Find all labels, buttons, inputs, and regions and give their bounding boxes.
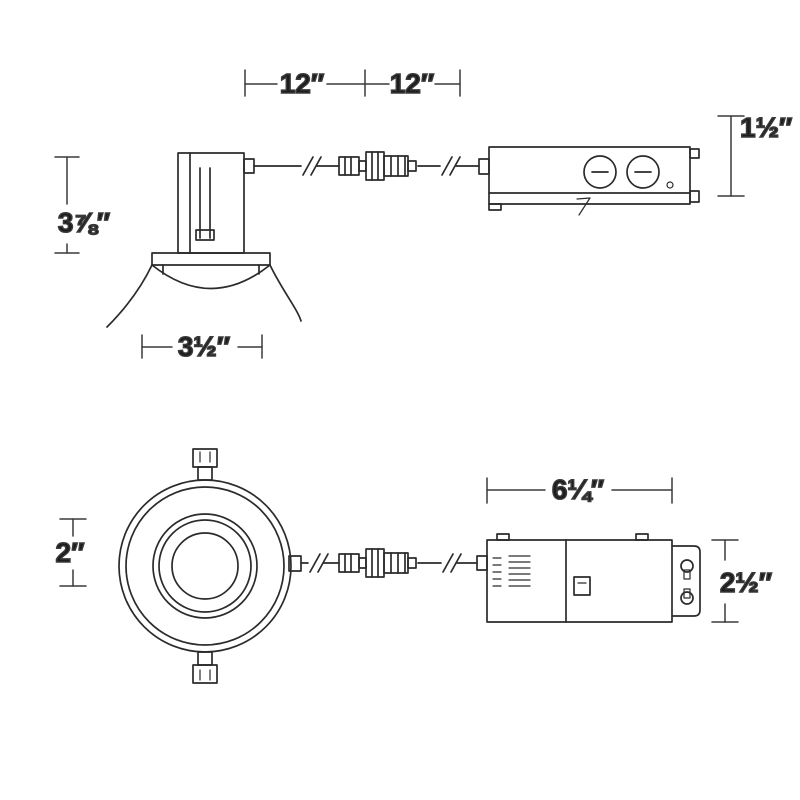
junction-box-side-view — [486, 533, 701, 623]
dim-label-trim-depth: 2″ — [56, 537, 85, 568]
dim-label-aperture: 3½″ — [178, 331, 230, 362]
cable-run-top — [253, 151, 490, 181]
dim-label-span-left: 12″ — [280, 68, 325, 99]
dim-label-jbox-height: 1½″ — [740, 112, 792, 143]
junction-box-top-view — [488, 146, 700, 216]
dim-label-jbox-width: 2½″ — [720, 567, 772, 598]
dim-jbox-length: 6¼″ — [486, 473, 673, 506]
dim-cable-spans: 12″ 12″ — [244, 67, 461, 100]
dim-label-span-right: 12″ — [390, 68, 435, 99]
plan-view: 2″ 6¼″ 2½″ — [55, 448, 773, 684]
leader-mark — [576, 197, 591, 216]
trim-plan-view — [118, 448, 292, 684]
side-elevation-view: 12″ 12″ 3⅞″ 3½″ 1½″ — [54, 67, 793, 363]
cable-run-bottom — [288, 548, 488, 578]
dim-label-jbox-length: 6¼″ — [552, 474, 604, 505]
dim-aperture: 3½″ — [141, 330, 263, 363]
vent-slots — [492, 555, 531, 587]
housing-side-view — [106, 152, 302, 328]
dim-housing-height: 3⅞″ — [54, 156, 111, 254]
dim-jbox-width: 2½″ — [711, 539, 773, 623]
dim-jbox-height: 1½″ — [717, 111, 793, 197]
dim-trim-depth: 2″ — [55, 518, 87, 587]
dim-label-housing-height: 3⅞″ — [58, 207, 110, 238]
